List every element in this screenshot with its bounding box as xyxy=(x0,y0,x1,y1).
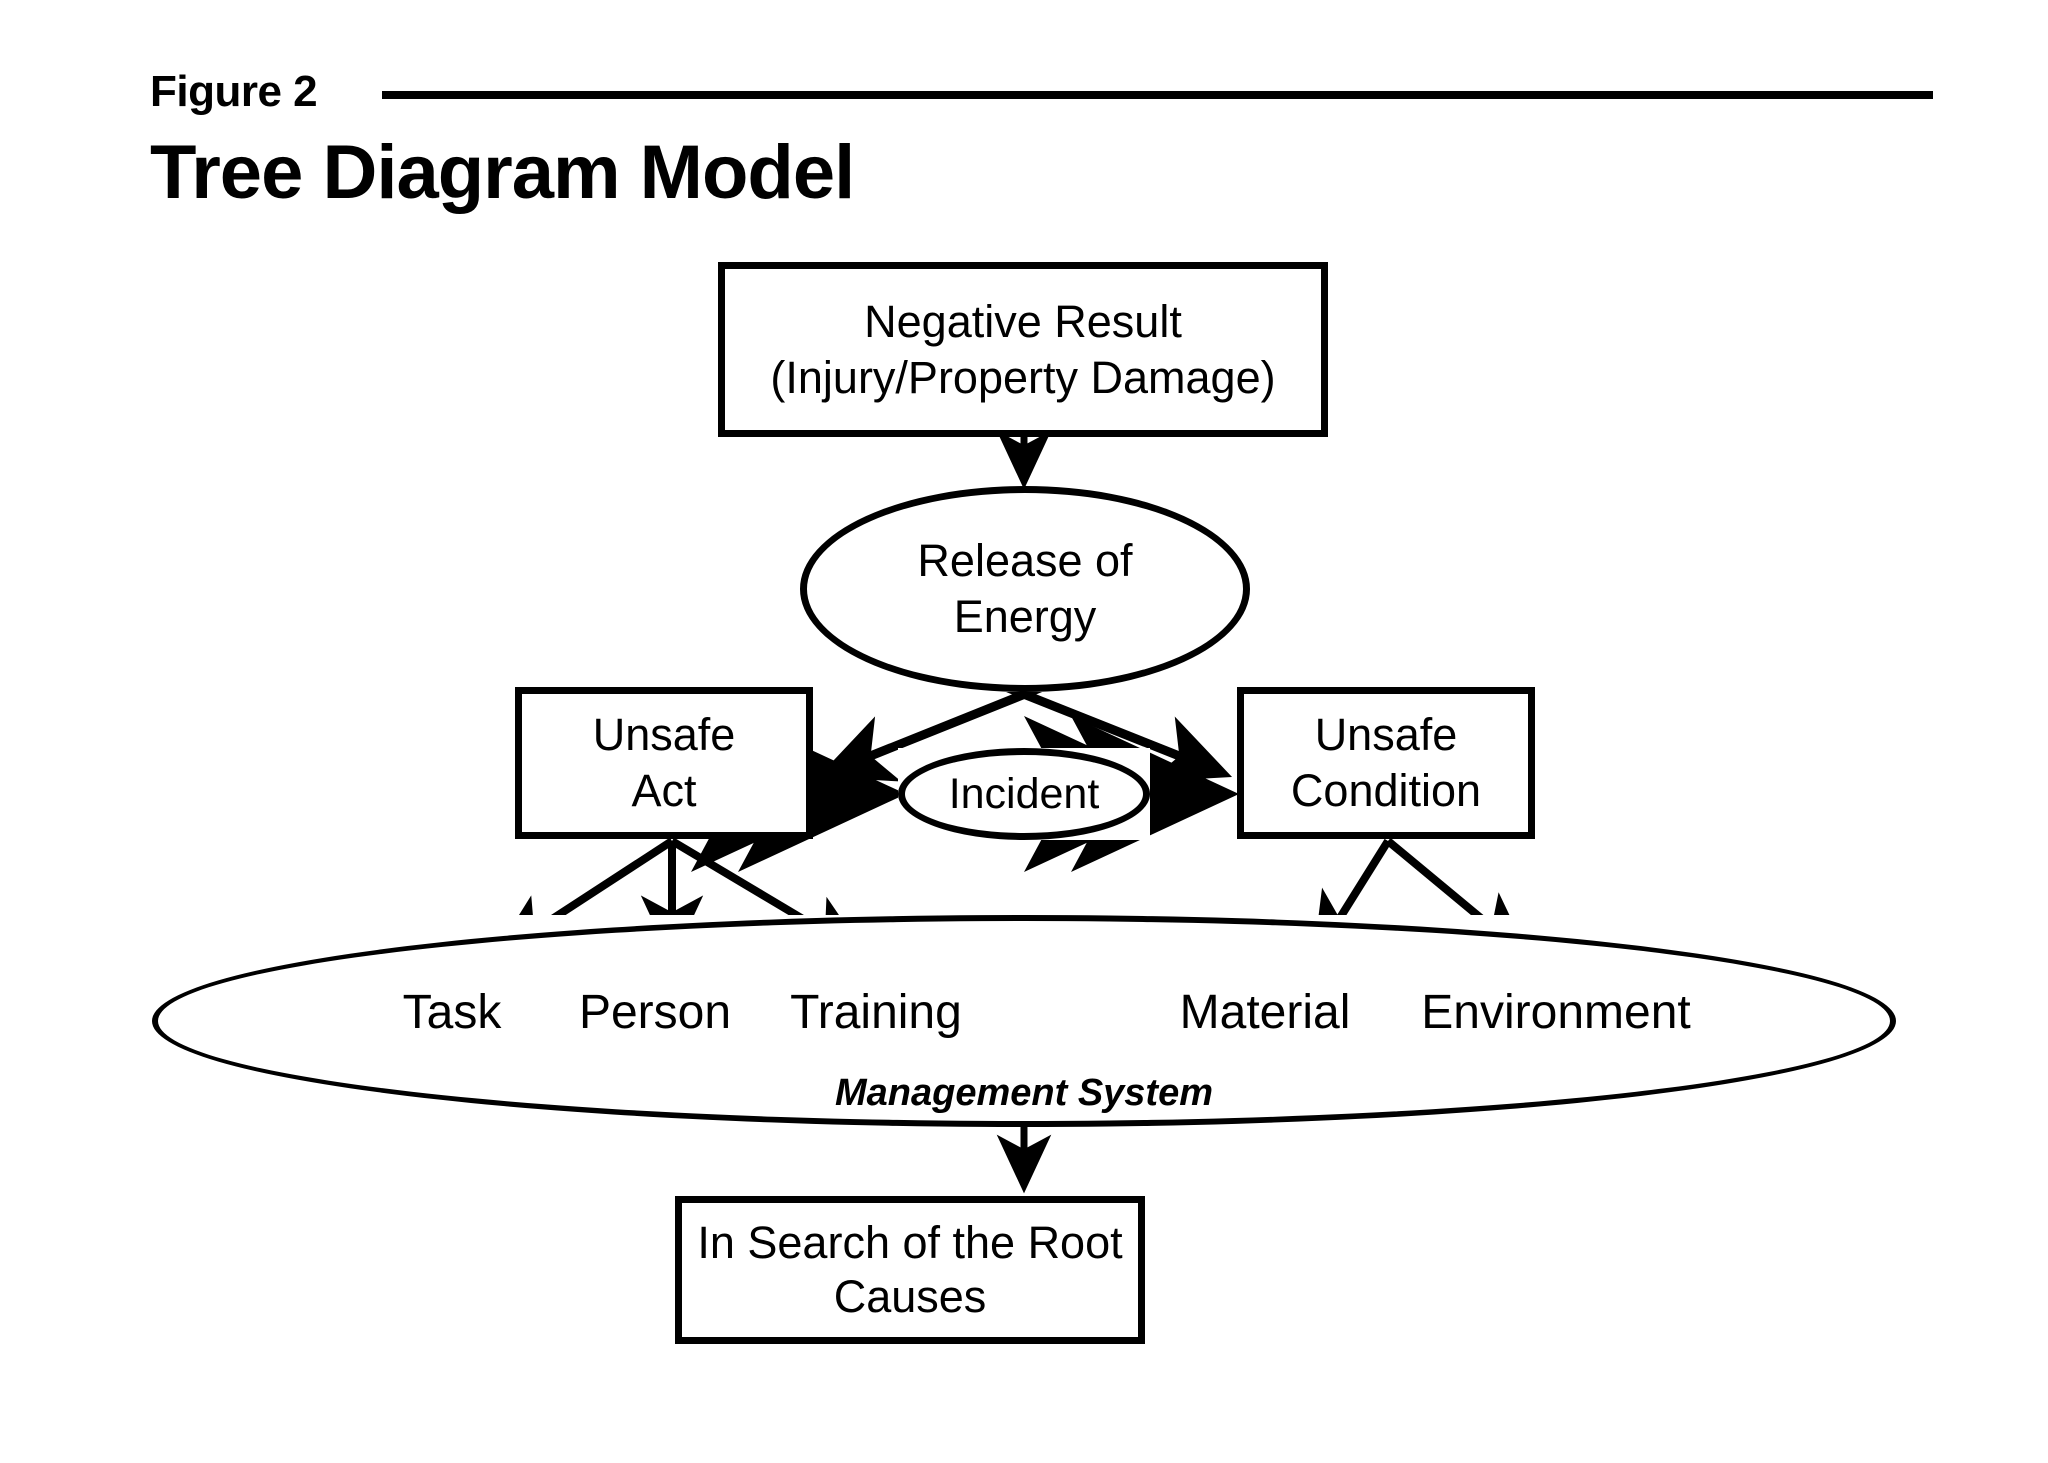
figure-header: Figure 2 xyxy=(150,62,1940,128)
node-release-of-energy-label: Release of Energy xyxy=(917,535,1133,642)
figure-number-label: Figure 2 xyxy=(150,67,318,116)
node-unsafe-act[interactable]: Unsafe Act xyxy=(515,687,813,839)
node-root-causes[interactable]: In Search of the Root Causes xyxy=(675,1196,1145,1344)
node-management-system-label: Management System xyxy=(834,1072,1214,1114)
node-negative-result[interactable]: Negative Result (Injury/Property Damage) xyxy=(718,262,1328,437)
node-root-causes-label: In Search of the Root Causes xyxy=(697,1217,1123,1322)
cause-label-task[interactable]: Task xyxy=(402,986,502,1039)
node-negative-result-label: Negative Result (Injury/Property Damage) xyxy=(770,295,1276,403)
node-unsafe-condition[interactable]: Unsafe Condition xyxy=(1237,687,1535,839)
ellipse-outline xyxy=(800,486,1250,692)
figure-title: Tree Diagram Model xyxy=(150,130,855,215)
node-incident-label: Incident xyxy=(948,770,1100,818)
node-management-system[interactable] xyxy=(152,915,1896,1127)
node-unsafe-condition-label: Unsafe Condition xyxy=(1290,709,1482,816)
node-unsafe-act-label: Unsafe Act xyxy=(592,709,736,816)
cause-label-person[interactable]: Person xyxy=(578,986,732,1039)
node-release-of-energy[interactable]: Release of Energy xyxy=(800,486,1250,692)
cause-label-material[interactable]: Material xyxy=(1179,986,1351,1039)
cause-label-training[interactable]: Training xyxy=(790,986,962,1039)
ellipse-outline xyxy=(152,915,1896,1127)
cause-label-environment[interactable]: Environment xyxy=(1421,986,1691,1039)
node-incident[interactable]: Incident xyxy=(898,748,1150,840)
header-rule-divider xyxy=(382,91,1933,99)
